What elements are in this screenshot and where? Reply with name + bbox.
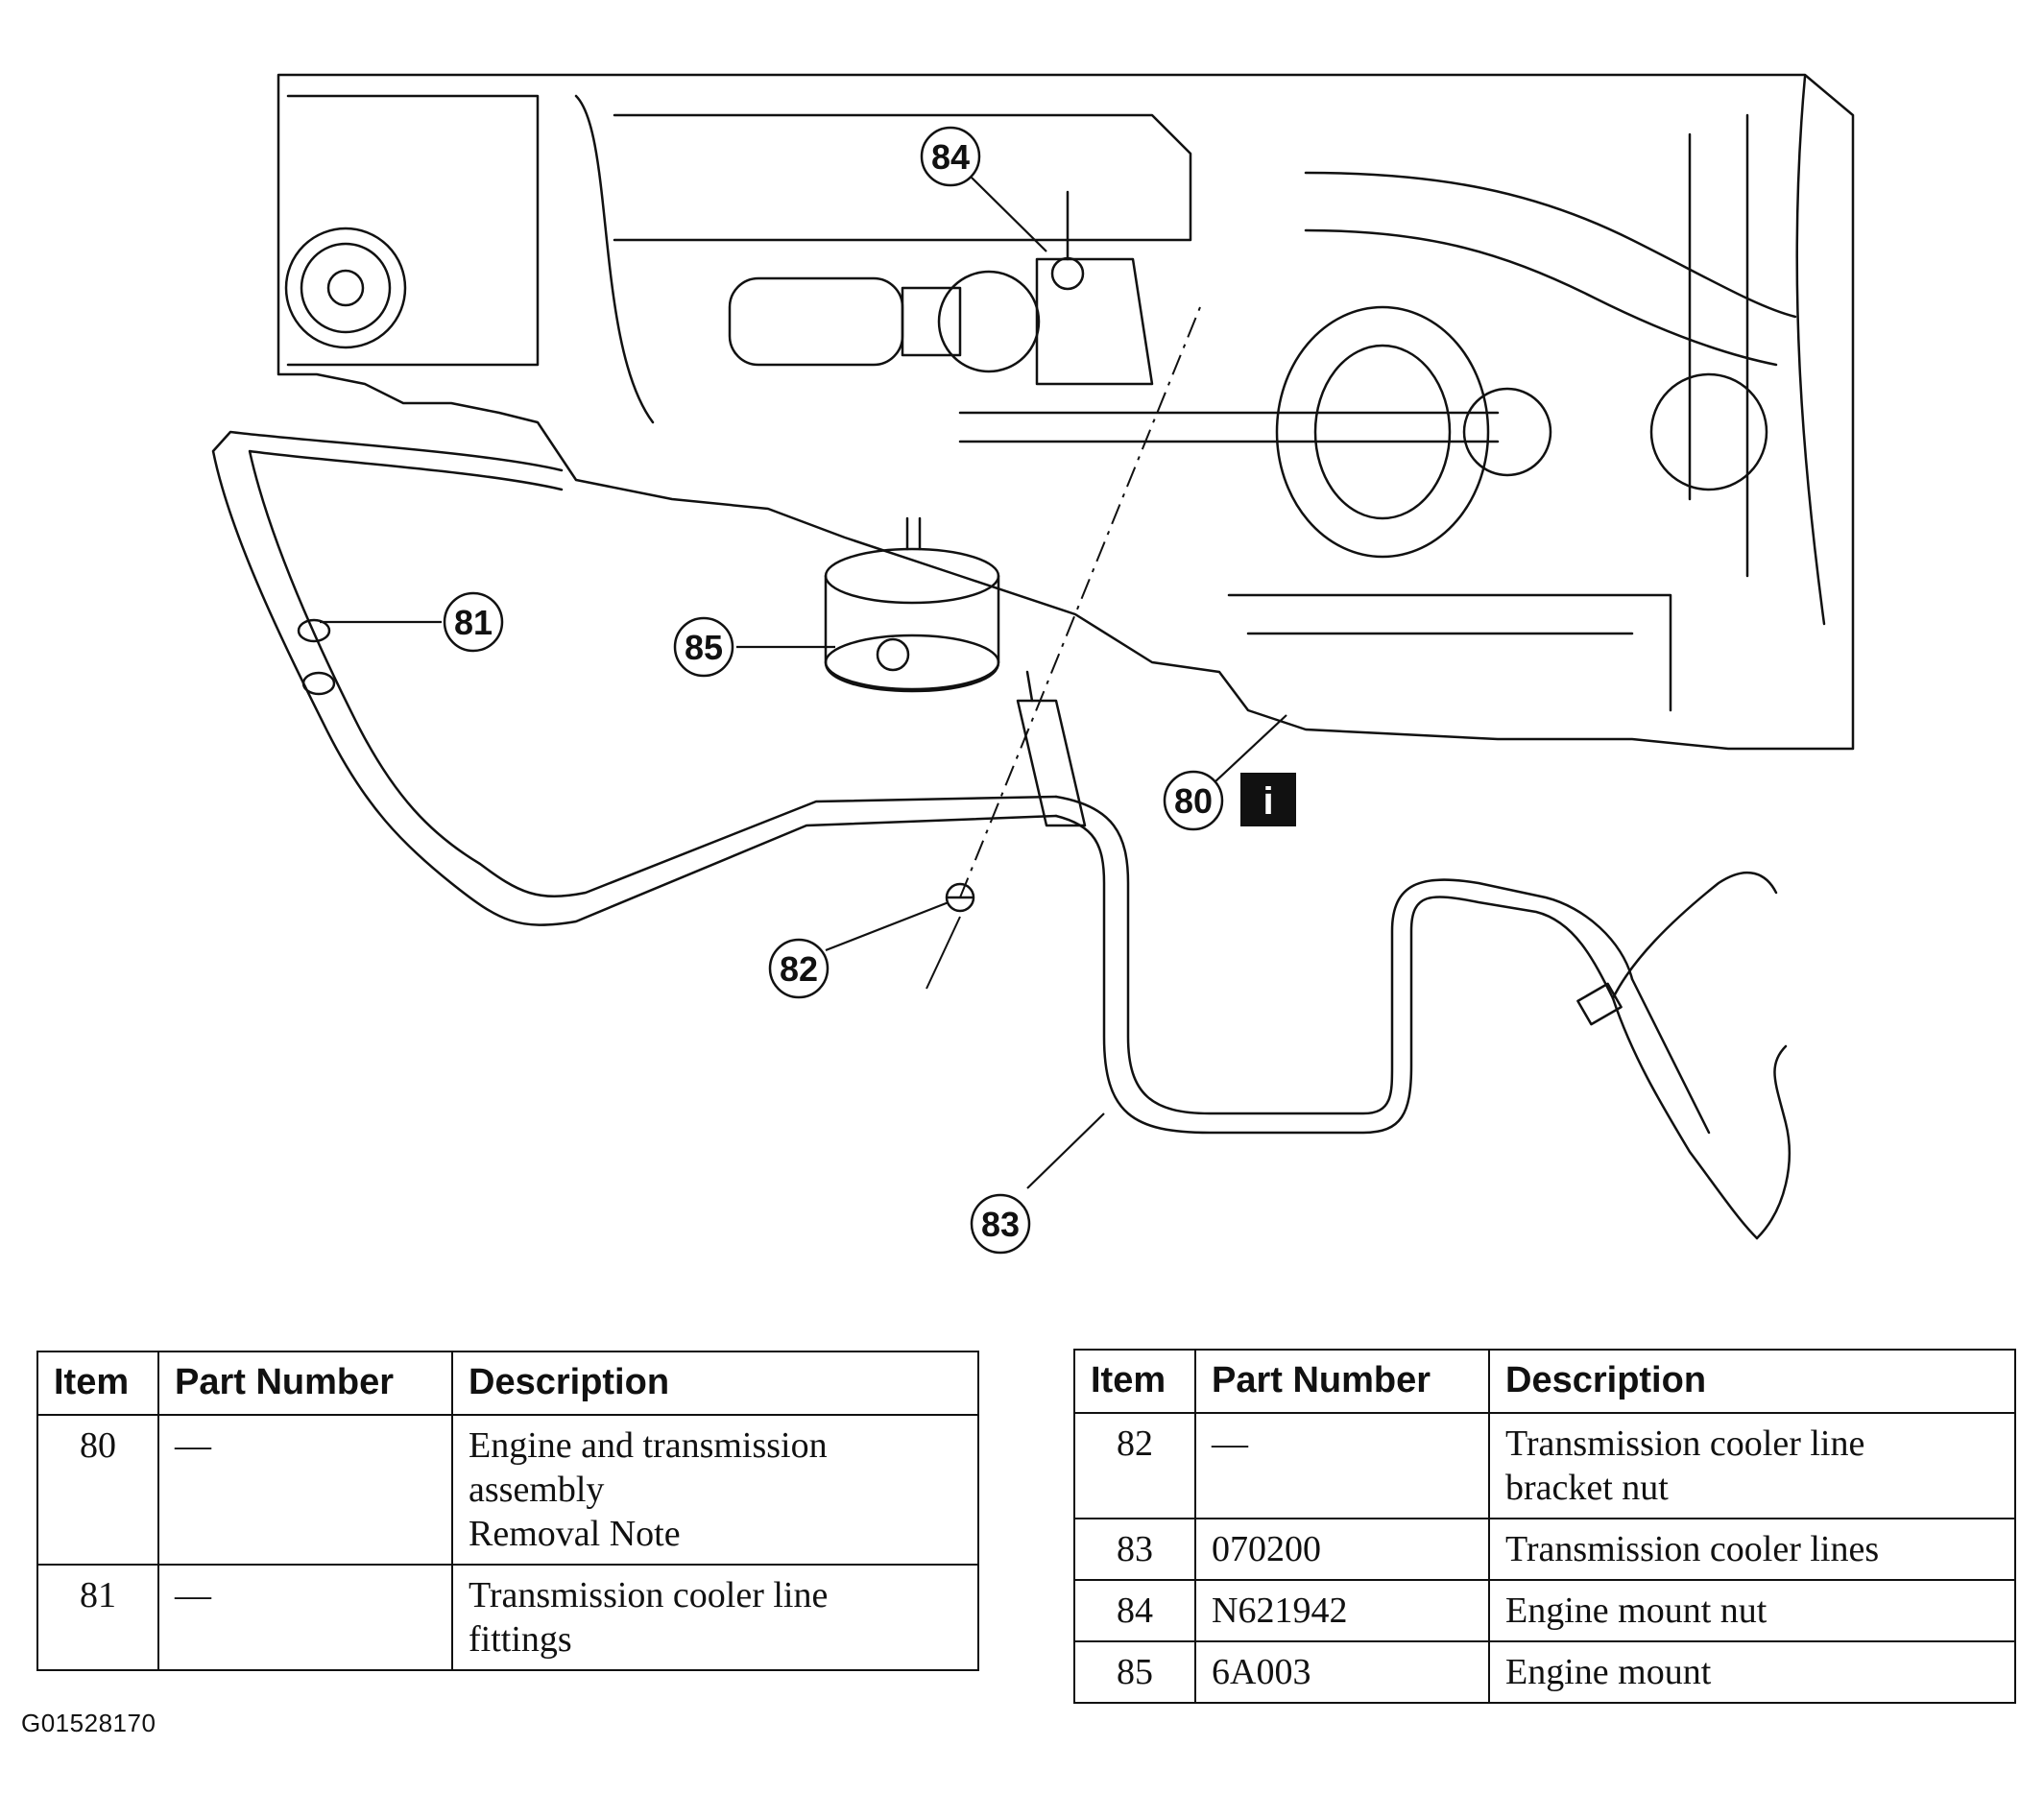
svg-text:84: 84 (931, 137, 970, 177)
parts-table-right: Item Part Number Description 82 — Transm… (1073, 1349, 2016, 1704)
exploded-view-diagram: 84 81 85 80 82 83 i (211, 73, 1855, 1255)
description-line: Engine mount (1505, 1652, 1712, 1692)
engine-transmission-assembly (277, 73, 1855, 751)
header-part-number: Part Number (157, 1351, 453, 1416)
part-number-cell: 070200 (1194, 1518, 1490, 1581)
table-row: 80 — Engine and transmission assembly Re… (36, 1414, 979, 1566)
svg-text:83: 83 (981, 1205, 1020, 1244)
figure-id: G01528170 (21, 1709, 156, 1737)
engine-mount (824, 516, 1000, 693)
item-cell: 84 (1073, 1579, 1196, 1642)
header-item: Item (36, 1351, 159, 1416)
part-number-cell: — (157, 1414, 453, 1566)
callout-83: 83 (970, 1193, 1031, 1255)
transmission-cooler-lines (1016, 670, 1791, 1240)
part-number-cell: — (1194, 1412, 1490, 1519)
table-header-row: Item Part Number Description (1073, 1349, 2016, 1414)
install-line-82-lower (926, 916, 961, 990)
svg-text:85: 85 (685, 628, 723, 667)
engine-mount-nut (1050, 190, 1085, 291)
table-row: 84 N621942 Engine mount nut (1073, 1579, 2016, 1642)
item-cell: 80 (36, 1414, 159, 1566)
description-cell: Engine mount (1488, 1640, 2016, 1704)
svg-text:82: 82 (780, 949, 818, 989)
header-description: Description (451, 1351, 979, 1416)
leader-83 (1026, 1112, 1105, 1189)
header-item: Item (1073, 1349, 1196, 1414)
item-cell: 85 (1073, 1640, 1196, 1704)
description-cell: Transmission cooler lines (1488, 1518, 2016, 1581)
item-cell: 83 (1073, 1518, 1196, 1581)
callout-81: 81 (443, 591, 504, 653)
info-icon: i (1240, 773, 1296, 826)
description-line: Engine mount nut (1505, 1591, 1767, 1631)
callout-85: 85 (673, 616, 734, 678)
svg-text:81: 81 (454, 603, 493, 642)
svg-text:i: i (1262, 780, 1273, 823)
callout-84: 84 (920, 126, 981, 187)
description-cell: Engine mount nut (1488, 1579, 2016, 1642)
part-number-cell: N621942 (1194, 1579, 1490, 1642)
description-line: Transmission cooler line (469, 1575, 829, 1615)
part-number-cell: 6A003 (1194, 1640, 1490, 1704)
part-number-cell: — (157, 1564, 453, 1671)
description-cell: Transmission cooler line bracket nut (1488, 1412, 2016, 1519)
leader-80 (1214, 714, 1287, 783)
header-part-number: Part Number (1194, 1349, 1490, 1414)
install-line-82 (959, 306, 1201, 898)
description-cell: Engine and transmission assembly Removal… (451, 1414, 979, 1566)
table-row: 85 6A003 Engine mount (1073, 1640, 2016, 1704)
description-line: Transmission cooler line (1505, 1423, 1865, 1464)
table-row: 81 — Transmission cooler line fittings (36, 1564, 979, 1671)
callout-80: 80 (1163, 770, 1224, 831)
item-cell: 82 (1073, 1412, 1196, 1519)
table-row: 83 070200 Transmission cooler lines (1073, 1518, 2016, 1581)
item-cell: 81 (36, 1564, 159, 1671)
description-line: Engine and transmission (469, 1425, 828, 1466)
table-row: 82 — Transmission cooler line bracket nu… (1073, 1412, 2016, 1519)
transmission-cooler-line-fittings (211, 430, 1058, 926)
leader-84 (971, 177, 1047, 252)
description-line: Transmission cooler lines (1505, 1529, 1880, 1569)
description-line: bracket nut (1505, 1468, 1669, 1508)
description-line: assembly (469, 1470, 605, 1510)
leader-82 (825, 900, 950, 952)
table-header-row: Item Part Number Description (36, 1351, 979, 1416)
header-description: Description (1488, 1349, 2016, 1414)
description-cell: Transmission cooler line fittings (451, 1564, 979, 1671)
description-line: fittings (469, 1619, 572, 1660)
svg-text:80: 80 (1174, 781, 1213, 821)
parts-table-left: Item Part Number Description 80 — Engine… (36, 1351, 979, 1671)
removal-note-link[interactable]: Removal Note (469, 1514, 681, 1554)
callout-82: 82 (768, 938, 830, 999)
